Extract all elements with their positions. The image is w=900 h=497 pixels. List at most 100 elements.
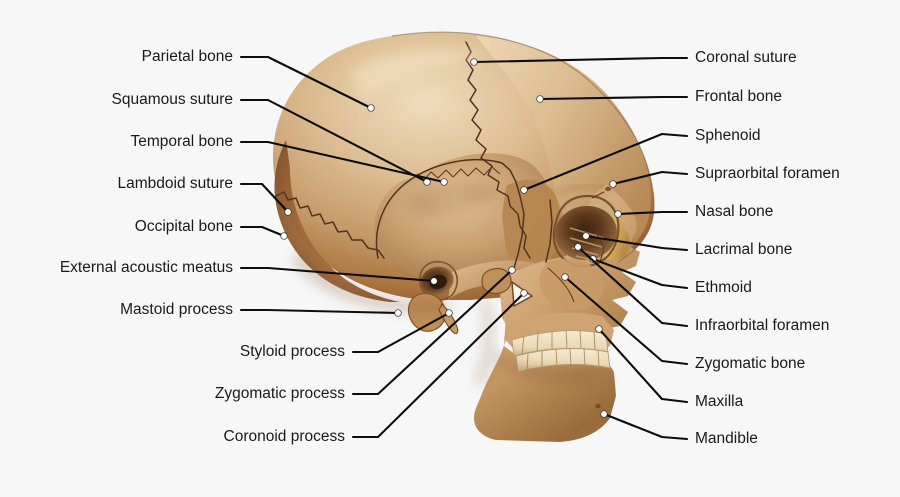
label-sphenoid-endpoint-dot (520, 186, 528, 194)
label-infraorbital-foramen-endpoint-dot (574, 243, 582, 251)
label-occipital-bone[interactable]: Occipital bone (135, 218, 288, 240)
label-nasal-bone-endpoint-dot (614, 210, 622, 218)
label-external-acoustic-meatus-text: External acoustic meatus (60, 259, 233, 276)
label-squamous-suture-text: Squamous suture (112, 91, 234, 108)
label-sphenoid[interactable]: Sphenoid (520, 127, 761, 194)
label-external-acoustic-meatus-endpoint-dot (430, 277, 438, 285)
label-lambdoid-suture[interactable]: Lambdoid suture (118, 175, 292, 216)
skull-outline (391, 31, 655, 263)
label-zygomatic-process-endpoint-dot (508, 266, 516, 274)
label-external-acoustic-meatus[interactable]: External acoustic meatus (60, 259, 438, 285)
label-coronal-suture-leader (472, 56, 689, 64)
label-maxilla-text: Maxilla (695, 393, 744, 410)
label-coronoid-process-leader (351, 291, 526, 439)
label-infraorbital-foramen[interactable]: Infraorbital foramen (574, 243, 830, 334)
label-temporal-bone[interactable]: Temporal bone (130, 133, 448, 186)
label-coronoid-process[interactable]: Coronoid process (224, 289, 528, 445)
mandibular-condyle (481, 267, 512, 295)
sphenoid-region (502, 179, 561, 268)
temporozygomatic-suture (545, 199, 553, 263)
coronal-suture (465, 41, 531, 259)
label-temporal-bone-text: Temporal bone (130, 133, 233, 150)
label-mastoid-process-text: Mastoid process (120, 301, 233, 318)
lambdoid-suture (275, 191, 385, 259)
label-styloid-process-endpoint-dot (445, 309, 453, 317)
label-ethmoid-leader (591, 257, 689, 290)
label-nasal-bone-leader (616, 210, 689, 216)
label-zygomatic-bone-leader (563, 275, 689, 366)
skull-illustration (272, 31, 655, 442)
label-nasal-bone[interactable]: Nasal bone (614, 203, 774, 220)
label-zygomatic-bone[interactable]: Zygomatic bone (561, 273, 806, 372)
label-maxilla-leader (597, 327, 689, 404)
label-parietal-bone-endpoint-dot (367, 104, 375, 112)
label-mandible[interactable]: Mandible (600, 410, 758, 447)
vault-shadow-lower (292, 248, 450, 314)
label-zygomatic-bone-text: Zygomatic bone (695, 355, 805, 372)
label-zygomatic-process-text: Zygomatic process (215, 385, 345, 402)
label-infraorbital-foramen-text: Infraorbital foramen (695, 317, 829, 334)
label-zygomatic-process-leader (351, 268, 514, 396)
label-lacrimal-bone-text: Lacrimal bone (695, 241, 792, 258)
label-lambdoid-suture-leader (239, 182, 290, 214)
label-styloid-process-leader (351, 311, 451, 354)
label-occipital-bone-leader (239, 225, 286, 238)
ramus-shadow (472, 300, 495, 386)
sphenosquamosal-suture (513, 195, 525, 269)
label-lacrimal-bone-leader (584, 234, 689, 252)
label-occipital-bone-endpoint-dot (280, 232, 288, 240)
label-mandible-endpoint-dot (600, 410, 608, 418)
label-mandible-leader (602, 412, 689, 441)
mental-foramen (595, 403, 601, 409)
label-mastoid-process-endpoint-dot (394, 309, 402, 317)
label-coronal-suture[interactable]: Coronal suture (470, 49, 797, 66)
supraorbital-foramen (605, 186, 611, 192)
label-styloid-process[interactable]: Styloid process (240, 309, 453, 360)
label-zygomatic-bone-endpoint-dot (561, 273, 569, 281)
label-squamous-suture-leader (239, 98, 429, 184)
label-nasal-bone-text: Nasal bone (695, 203, 773, 220)
label-frontal-bone[interactable]: Frontal bone (536, 88, 782, 105)
label-zygomatic-process[interactable]: Zygomatic process (215, 266, 516, 402)
mandible-shadow (492, 350, 594, 384)
label-sphenoid-leader (522, 132, 689, 192)
lower-teeth (515, 347, 611, 373)
label-lambdoid-suture-text: Lambdoid suture (118, 175, 233, 192)
label-supraorbital-foramen[interactable]: Supraorbital foramen (609, 165, 840, 188)
label-parietal-bone-leader (239, 55, 373, 110)
label-squamous-suture[interactable]: Squamous suture (112, 91, 431, 186)
label-coronoid-process-text: Coronoid process (224, 428, 346, 445)
label-external-acoustic-meatus-leader (239, 266, 436, 283)
label-coronal-suture-text: Coronal suture (695, 49, 797, 66)
label-mastoid-process[interactable]: Mastoid process (120, 301, 402, 318)
meatus-rim (419, 260, 458, 301)
orbital-rim (552, 194, 620, 268)
label-supraorbital-foramen-leader (611, 170, 689, 186)
label-maxilla-endpoint-dot (595, 325, 603, 333)
label-lambdoid-suture-endpoint-dot (284, 208, 292, 216)
label-coronoid-process-endpoint-dot (520, 289, 528, 297)
label-mandible-text: Mandible (695, 430, 758, 447)
label-frontal-bone-endpoint-dot (536, 95, 544, 103)
temporal-fossa-shadow (404, 184, 500, 216)
label-sphenoid-text: Sphenoid (695, 127, 761, 144)
label-ethmoid-text: Ethmoid (695, 279, 752, 296)
label-lacrimal-bone-endpoint-dot (582, 232, 590, 240)
label-supraorbital-foramen-text: Supraorbital foramen (695, 165, 840, 182)
label-lacrimal-bone[interactable]: Lacrimal bone (582, 232, 793, 258)
label-temporal-bone-endpoint-dot (440, 178, 448, 186)
vault-highlight (350, 49, 492, 100)
label-parietal-bone[interactable]: Parietal bone (142, 48, 375, 112)
coronoid-process-edge (511, 280, 534, 308)
label-parietal-bone-text: Parietal bone (142, 48, 233, 65)
label-frontal-bone-text: Frontal bone (695, 88, 782, 105)
label-mastoid-process-leader (239, 308, 400, 315)
zygomaticomaxillary-suture (547, 267, 575, 303)
label-frontal-bone-leader (538, 95, 689, 101)
label-supraorbital-foramen-endpoint-dot (609, 180, 617, 188)
label-maxilla[interactable]: Maxilla (595, 325, 744, 410)
frontonasal-suture (591, 191, 605, 199)
